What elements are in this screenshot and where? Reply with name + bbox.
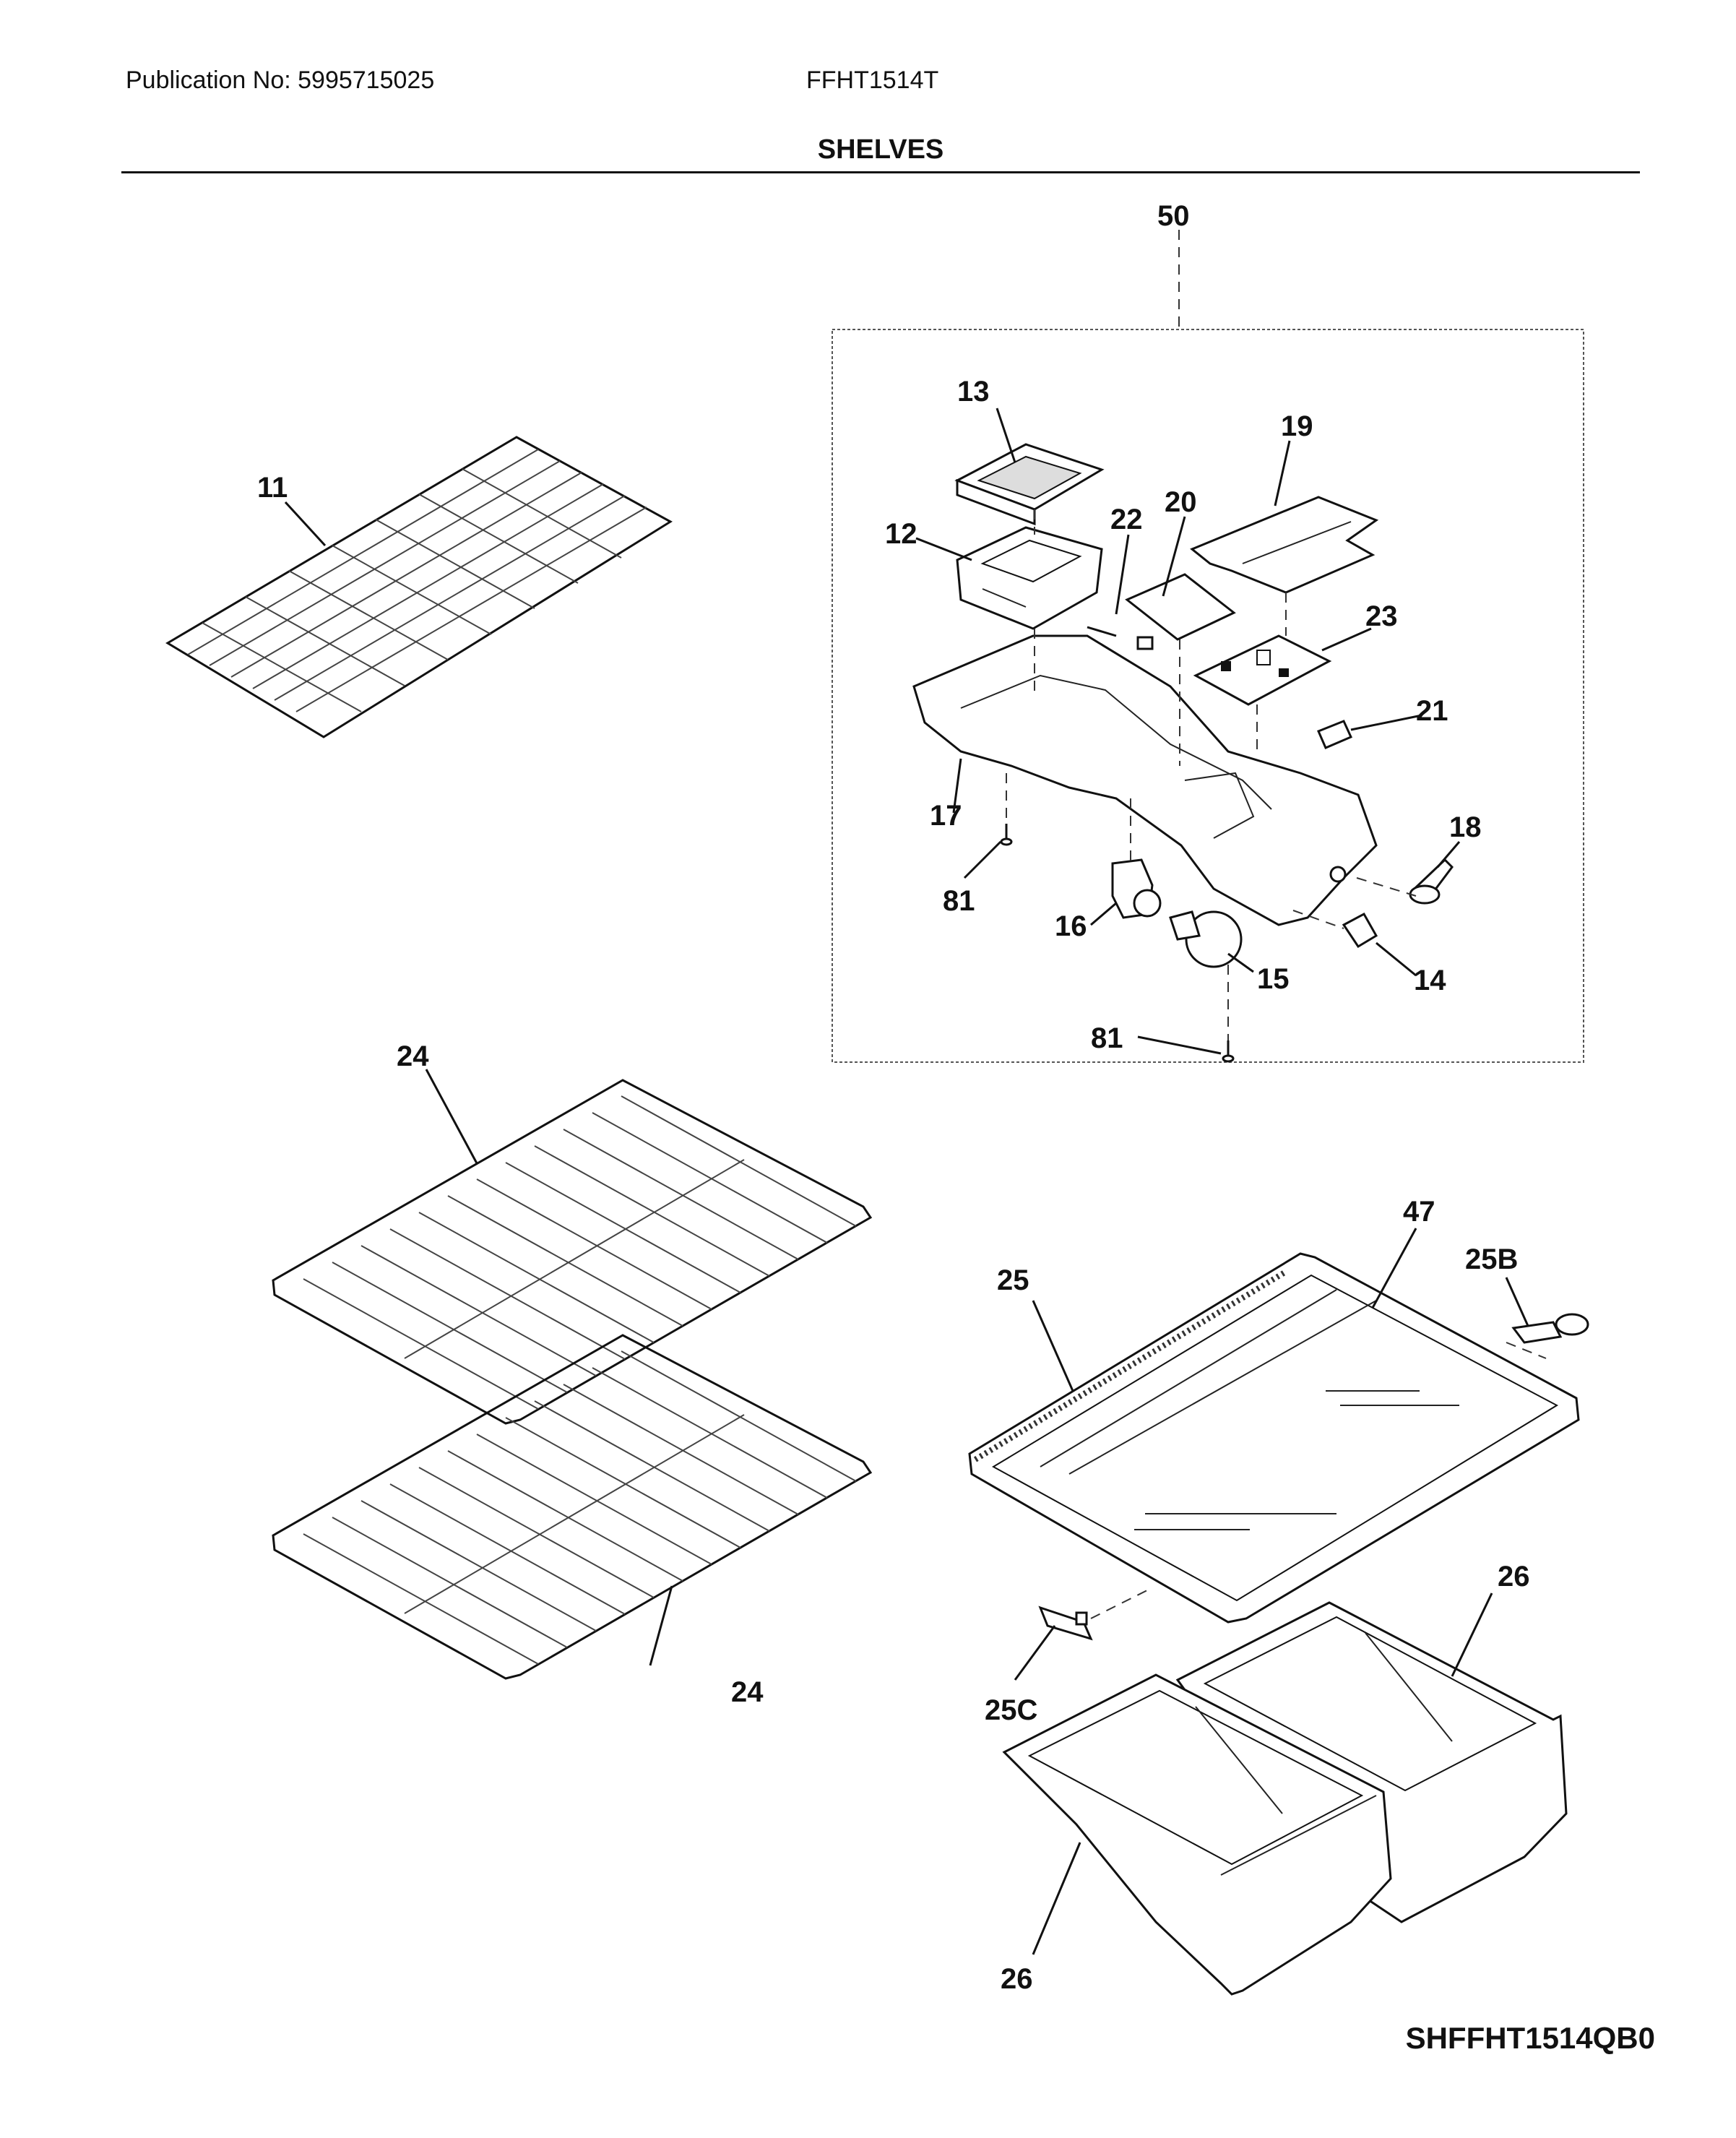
- callout-20: 20: [1165, 486, 1197, 518]
- callout-15: 15: [1257, 963, 1290, 995]
- callout-17: 17: [930, 800, 962, 832]
- callout-26-lower: 26: [1001, 1963, 1033, 1995]
- callout-11: 11: [257, 472, 288, 504]
- part-17-light-housing[interactable]: [912, 634, 1378, 926]
- callout-50: 50: [1157, 200, 1190, 232]
- part-19-cover[interactable]: [1190, 496, 1379, 594]
- callout-25: 25: [997, 1264, 1029, 1296]
- part-24-glass-wire-shelf-lower[interactable]: [272, 1334, 873, 1680]
- part-22-harness[interactable]: [1087, 626, 1154, 650]
- assembly-50-box: [832, 329, 1584, 1063]
- part-11-wire-shelf[interactable]: [165, 436, 673, 738]
- part-12-filter-housing[interactable]: [956, 526, 1103, 630]
- callout-81-upper: 81: [943, 885, 975, 917]
- part-47-glass-insert[interactable]: [1068, 1300, 1459, 1530]
- callout-14: 14: [1414, 965, 1446, 996]
- leader-lines: [284, 408, 1529, 1955]
- part-15-bulb[interactable]: [1169, 910, 1243, 968]
- header-divider: [121, 171, 1640, 173]
- part-16-socket[interactable]: [1111, 858, 1162, 919]
- callout-16: 16: [1055, 910, 1087, 942]
- publication-number: Publication No: 5995715025: [126, 66, 435, 94]
- assembly-guide-lines: [1006, 509, 1417, 1040]
- diagram-code: SHFFHT1514QB0: [1405, 2021, 1655, 2055]
- callout-13: 13: [957, 376, 990, 408]
- part-23-control-board[interactable]: [1193, 634, 1332, 706]
- callout-19: 19: [1281, 410, 1313, 442]
- model-number: FFHT1514T: [806, 66, 939, 94]
- part-13-filter[interactable]: [954, 443, 1105, 526]
- callout-24-lower: 24: [731, 1676, 764, 1708]
- callout-12: 12: [885, 518, 917, 550]
- part-26-crisper-drawer-right[interactable]: [1175, 1601, 1568, 1923]
- callout-81-lower: 81: [1091, 1022, 1123, 1054]
- callout-18: 18: [1449, 811, 1482, 843]
- part-14-switch[interactable]: [1342, 912, 1378, 949]
- callout-22: 22: [1110, 504, 1143, 535]
- part-24-glass-wire-shelf-upper[interactable]: [272, 1079, 873, 1425]
- part-81-screw-a[interactable]: [1000, 824, 1013, 846]
- part-25b-bracket[interactable]: [1506, 1313, 1589, 1359]
- callout-21: 21: [1416, 695, 1448, 727]
- page-title: SHELVES: [817, 134, 944, 165]
- callout-23: 23: [1365, 600, 1398, 632]
- callout-26-upper: 26: [1498, 1561, 1530, 1592]
- callout-24-upper: 24: [397, 1040, 429, 1072]
- part-20-board-cover[interactable]: [1125, 573, 1236, 641]
- callout-47: 47: [1403, 1196, 1435, 1228]
- callout-25b: 25B: [1465, 1243, 1518, 1275]
- callout-25c: 25C: [985, 1694, 1037, 1726]
- part-26-crisper-drawer-left[interactable]: [1002, 1673, 1392, 1996]
- part-21-small-plate[interactable]: [1317, 720, 1352, 749]
- part-25-crisper-cover[interactable]: [968, 1252, 1580, 1624]
- part-81-screw-b[interactable]: [1222, 1040, 1235, 1063]
- part-18-knob[interactable]: [1409, 858, 1454, 905]
- part-25c-bracket[interactable]: [1038, 1589, 1149, 1641]
